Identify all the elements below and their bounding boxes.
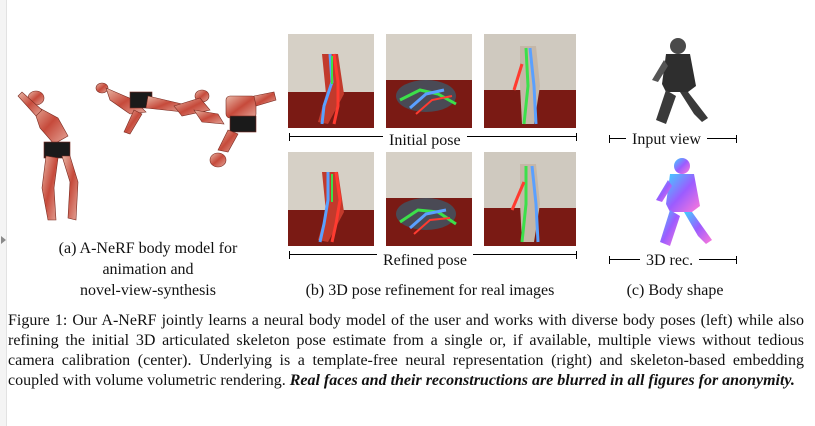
body-pose-figure-4 xyxy=(209,91,277,168)
3d-rec-label: 3D rec. xyxy=(640,252,700,270)
initial-pose-photo-1 xyxy=(288,34,374,128)
initial-pose-photo-row xyxy=(288,34,576,128)
panel-a-caption-line-3: novel-view-synthesis xyxy=(80,282,216,299)
figure-caption-text: Figure 1: Our A-NeRF jointly learns a ne… xyxy=(8,312,804,389)
body-shape-reconstruction-figure xyxy=(656,158,712,246)
input-view-figure xyxy=(652,38,708,124)
left-expand-arrow-icon[interactable] xyxy=(1,236,6,244)
figure-caption-emphasis: Real faces and their reconstructions are… xyxy=(289,372,795,389)
figure-caption: Figure 1: Our A-NeRF jointly learns a ne… xyxy=(8,311,804,391)
panel-a-caption-line-2: animation and xyxy=(102,261,194,278)
input-view-label: Input view xyxy=(626,131,707,149)
left-edge-bar xyxy=(0,0,7,426)
initial-pose-label: Initial pose xyxy=(383,132,467,150)
refined-pose-photo-3 xyxy=(484,152,576,246)
refined-pose-photo-row xyxy=(288,152,576,246)
body-pose-figure-3 xyxy=(173,89,225,125)
body-pose-figure-1 xyxy=(17,90,79,221)
panel-a-body-model-figures xyxy=(17,82,277,221)
panel-b-caption: (b) 3D pose refinement for real images xyxy=(305,282,555,299)
initial-pose-photo-2 xyxy=(386,34,472,128)
panel-a-caption-line-1: (a) A-NeRF body model for xyxy=(58,240,238,257)
panel-a-caption: (a) A-NeRF body model for animation and … xyxy=(24,238,272,301)
refined-pose-photo-2 xyxy=(386,152,472,246)
panel-c-caption: (c) Body shape xyxy=(626,282,724,299)
refined-pose-photo-1 xyxy=(288,152,374,246)
refined-pose-label: Refined pose xyxy=(377,252,473,270)
body-pose-figure-2 xyxy=(95,82,185,135)
initial-pose-photo-3 xyxy=(484,34,576,128)
